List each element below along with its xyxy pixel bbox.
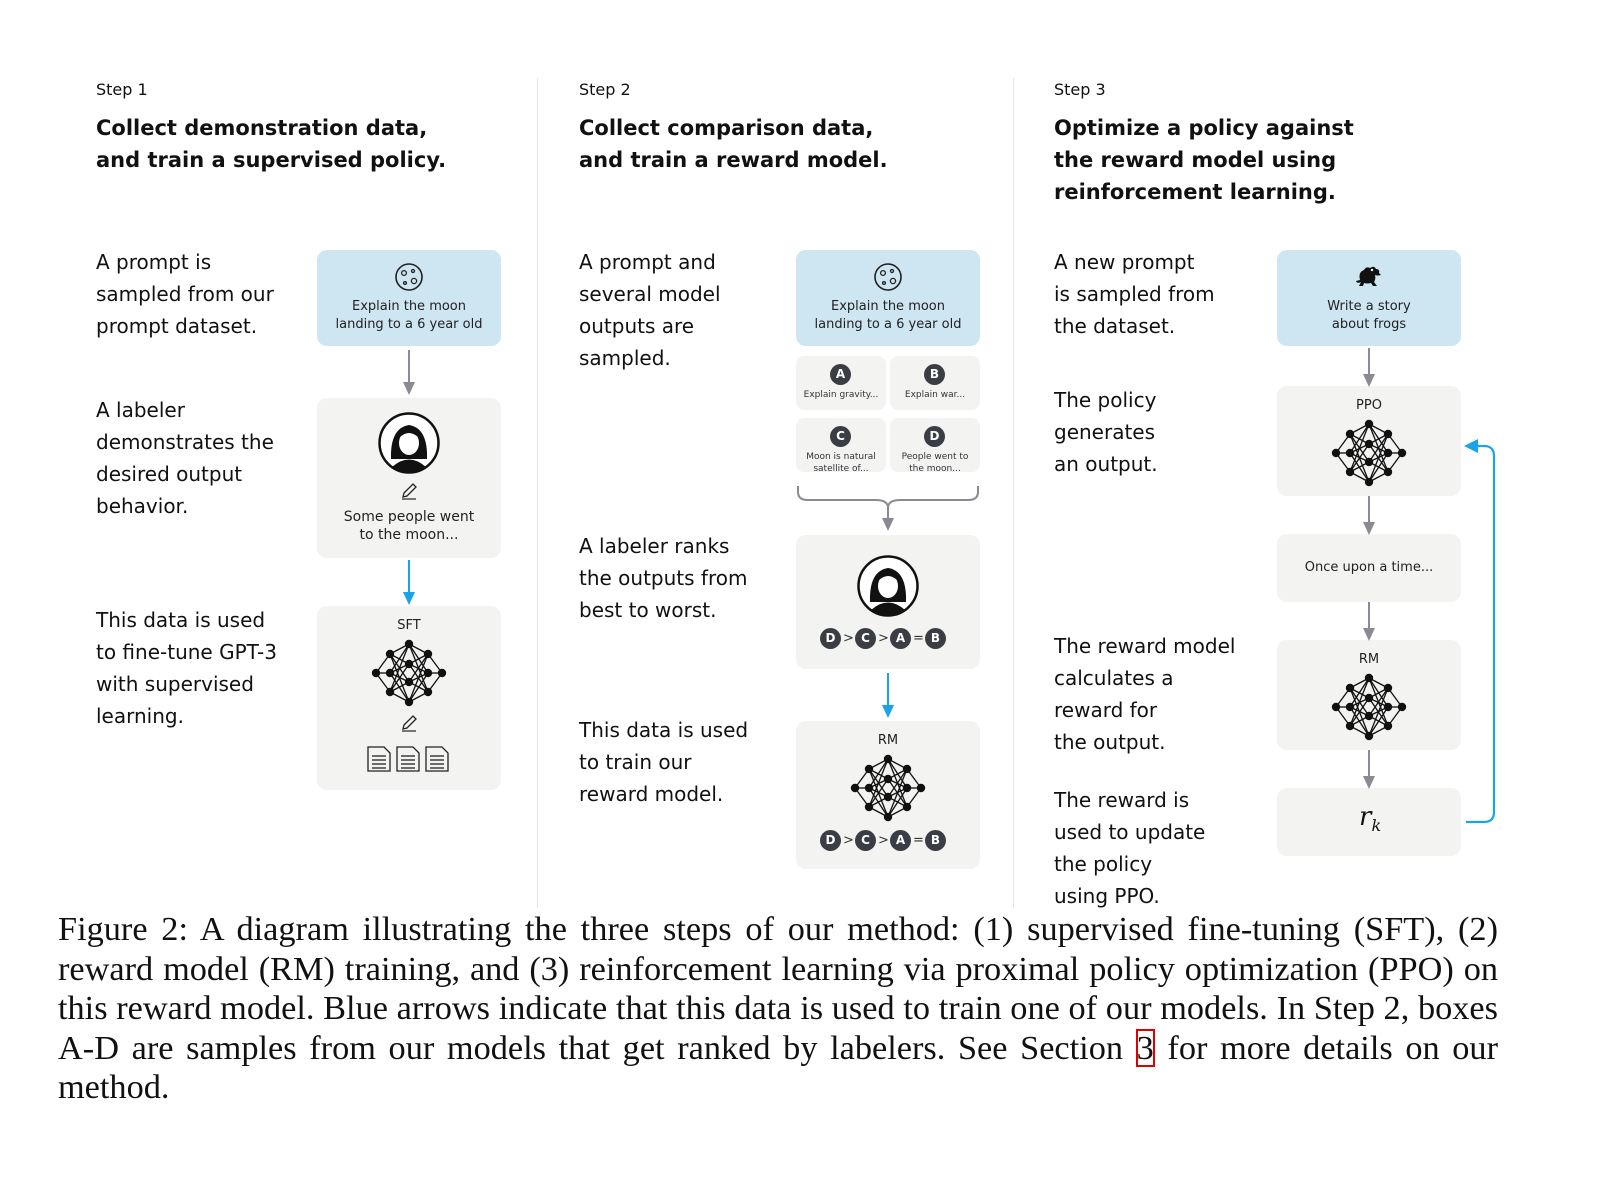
rank-operator: > — [878, 832, 889, 848]
ranking: D > C > A = B — [820, 829, 946, 851]
rm-label: RM — [877, 733, 899, 748]
labeler-avatar-icon — [857, 555, 919, 617]
rm-label: RM — [1358, 652, 1380, 667]
sample-badge: D — [924, 426, 945, 447]
sample-card-a: A Explain gravity... — [796, 356, 886, 410]
step2-labeler-card: D > C > A = B — [796, 535, 980, 669]
step1-title: Collect demonstration data,and train a s… — [96, 116, 447, 172]
rank-operator: > — [843, 630, 854, 646]
step2-title: Collect comparison data,and train a rewa… — [579, 116, 888, 172]
ppo-label: PPO — [1356, 398, 1382, 413]
rank-operator: = — [913, 630, 924, 646]
step3-arrow-gray-2 — [1363, 496, 1375, 535]
step1-sft-card: SFT — [317, 606, 501, 790]
rank-badge: C — [855, 627, 876, 649]
rank-badge: B — [925, 627, 946, 649]
labeler-avatar-icon — [378, 412, 440, 474]
rank-badge: D — [820, 627, 841, 649]
step3-arrow-gray-3 — [1363, 602, 1375, 641]
neural-network-icon — [850, 754, 926, 822]
neural-network-icon — [1331, 419, 1407, 487]
step3-label: Step 3 — [1054, 80, 1106, 99]
sample-badge: B — [924, 364, 945, 385]
sample-badge: A — [830, 364, 851, 385]
rank-badge: A — [890, 627, 911, 649]
column-divider-2 — [1013, 78, 1014, 908]
step2-bracket — [797, 486, 979, 531]
step3-reward-card: rk — [1277, 788, 1461, 856]
step3-arrow-gray-4 — [1363, 750, 1375, 789]
rank-operator: > — [843, 832, 854, 848]
step1-label: Step 1 — [96, 80, 148, 99]
step2-rm-card: RM D > C > A = B — [796, 721, 980, 869]
documents-icon — [367, 746, 449, 772]
reward-symbol: rk — [1359, 802, 1382, 836]
figure-caption: Figure 2: A diagram illustrating the thr… — [58, 910, 1498, 1106]
step3-output-text: Once upon a time... — [1304, 560, 1434, 575]
rank-badge: D — [820, 829, 841, 851]
step3-output-card: Once upon a time... — [1277, 534, 1461, 602]
rank-badge: B — [925, 829, 946, 851]
step3-feedback-arrow-blue — [1464, 439, 1496, 824]
neural-network-icon — [371, 639, 447, 707]
sft-label: SFT — [397, 618, 421, 633]
sample-text: Explain gravity... — [803, 390, 879, 400]
step2-arrow-blue — [882, 673, 894, 718]
step3-rm-card: RM — [1277, 640, 1461, 750]
pencil-icon — [402, 483, 417, 500]
step3-arrow-gray-1 — [1363, 348, 1375, 387]
moon-icon — [395, 263, 423, 291]
sample-badge: C — [830, 426, 851, 447]
frog-icon — [1356, 266, 1381, 286]
step1-arrow-blue — [403, 560, 415, 605]
sample-text: Explain war... — [904, 390, 966, 400]
ranking: D > C > A = B — [820, 627, 946, 649]
step2-label: Step 2 — [579, 80, 631, 99]
rank-badge: C — [855, 829, 876, 851]
step3-ppo-card: PPO — [1277, 386, 1461, 496]
rank-badge: A — [890, 829, 911, 851]
moon-icon — [874, 263, 902, 291]
section-reference-link[interactable]: 3 — [1135, 1028, 1155, 1067]
step1-arrow-gray — [403, 350, 415, 395]
column-divider-1 — [537, 78, 538, 908]
sample-card-b: B Explain war... — [890, 356, 980, 410]
rank-operator: = — [913, 832, 924, 848]
rank-operator: > — [878, 630, 889, 646]
neural-network-icon — [1331, 673, 1407, 741]
pencil-icon — [402, 715, 417, 732]
